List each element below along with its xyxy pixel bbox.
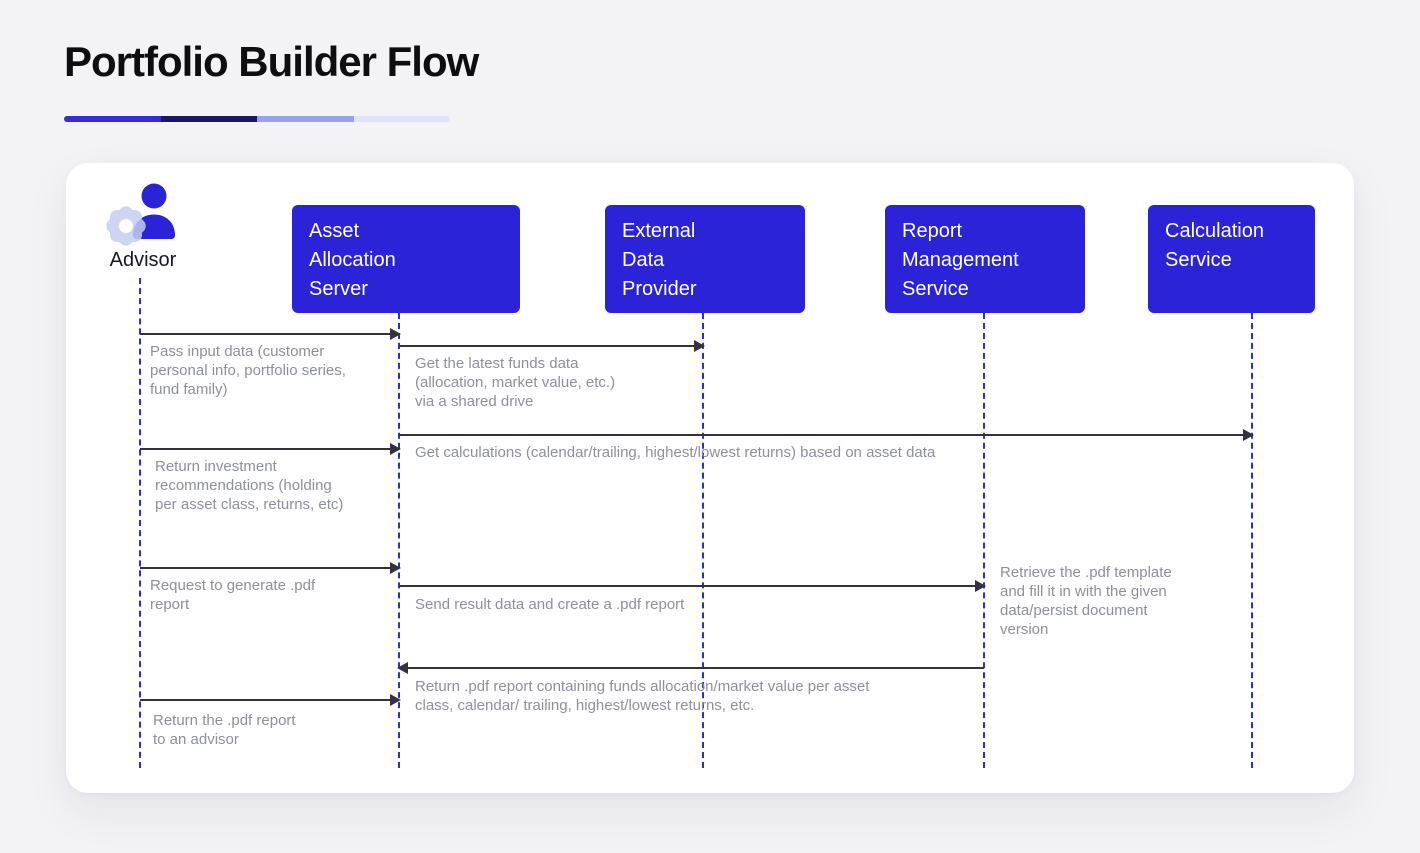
message-label-get-calculations: Get calculations (calendar/trailing, hig… bbox=[415, 444, 936, 461]
bar-segment-3 bbox=[257, 116, 354, 122]
advisor-person-gear-icon bbox=[106, 183, 175, 246]
lifeline-external-data-provider bbox=[702, 313, 704, 768]
message-arrow-pass-input-data bbox=[140, 328, 401, 340]
bar-segment-2 bbox=[160, 116, 257, 122]
message-arrow-return-pdf-to-advisor bbox=[140, 694, 401, 706]
message-arrow-send-result-data bbox=[399, 580, 986, 592]
lifeline-calculation-service bbox=[1251, 313, 1253, 768]
lifeline-asset-allocation-server bbox=[398, 313, 400, 768]
message-label-return-pdf-report: Return .pdf report containing funds allo… bbox=[415, 678, 870, 714]
message-arrow-return-investment-recommendations bbox=[140, 443, 401, 455]
actor-box-calculation-service: Calculation Service bbox=[1148, 205, 1315, 313]
lifeline-advisor bbox=[139, 278, 141, 768]
message-label-send-result-data: Send result data and create a .pdf repor… bbox=[415, 596, 685, 613]
page-title: Portfolio Builder Flow bbox=[64, 38, 479, 85]
message-label-return-pdf-to-advisor: Return the .pdf report to an advisor bbox=[153, 712, 296, 748]
message-arrow-request-generate-pdf bbox=[140, 562, 401, 574]
sequence-diagram-card: Advisor Asset Allocation Server External… bbox=[66, 163, 1354, 793]
actor-advisor: Advisor bbox=[73, 181, 213, 272]
title-underline-bar bbox=[64, 116, 450, 122]
bar-segment-4 bbox=[353, 116, 450, 122]
lifeline-report-management-service bbox=[983, 313, 985, 768]
actor-box-external-data-provider: External Data Provider bbox=[605, 205, 805, 313]
message-label-return-investment-recommendations: Return investment recommendations (holdi… bbox=[155, 458, 344, 513]
actor-label-advisor: Advisor bbox=[109, 249, 177, 271]
message-label-pass-input-data: Pass input data (customer personal info,… bbox=[150, 343, 346, 398]
message-arrow-return-pdf-report bbox=[397, 662, 984, 674]
bar-segment-1 bbox=[64, 116, 161, 122]
message-arrow-get-calculations bbox=[399, 429, 1254, 441]
message-arrow-get-latest-funds-data bbox=[399, 340, 705, 352]
actor-box-asset-allocation-server: Asset Allocation Server bbox=[292, 205, 520, 313]
actor-box-report-management-service: Report Management Service bbox=[885, 205, 1085, 313]
message-label-request-generate-pdf: Request to generate .pdf report bbox=[150, 577, 316, 613]
note-retrieve-pdf-template: Retrieve the .pdf template and fill it i… bbox=[1000, 564, 1172, 638]
message-label-get-latest-funds-data: Get the latest funds data (allocation, m… bbox=[415, 355, 616, 410]
